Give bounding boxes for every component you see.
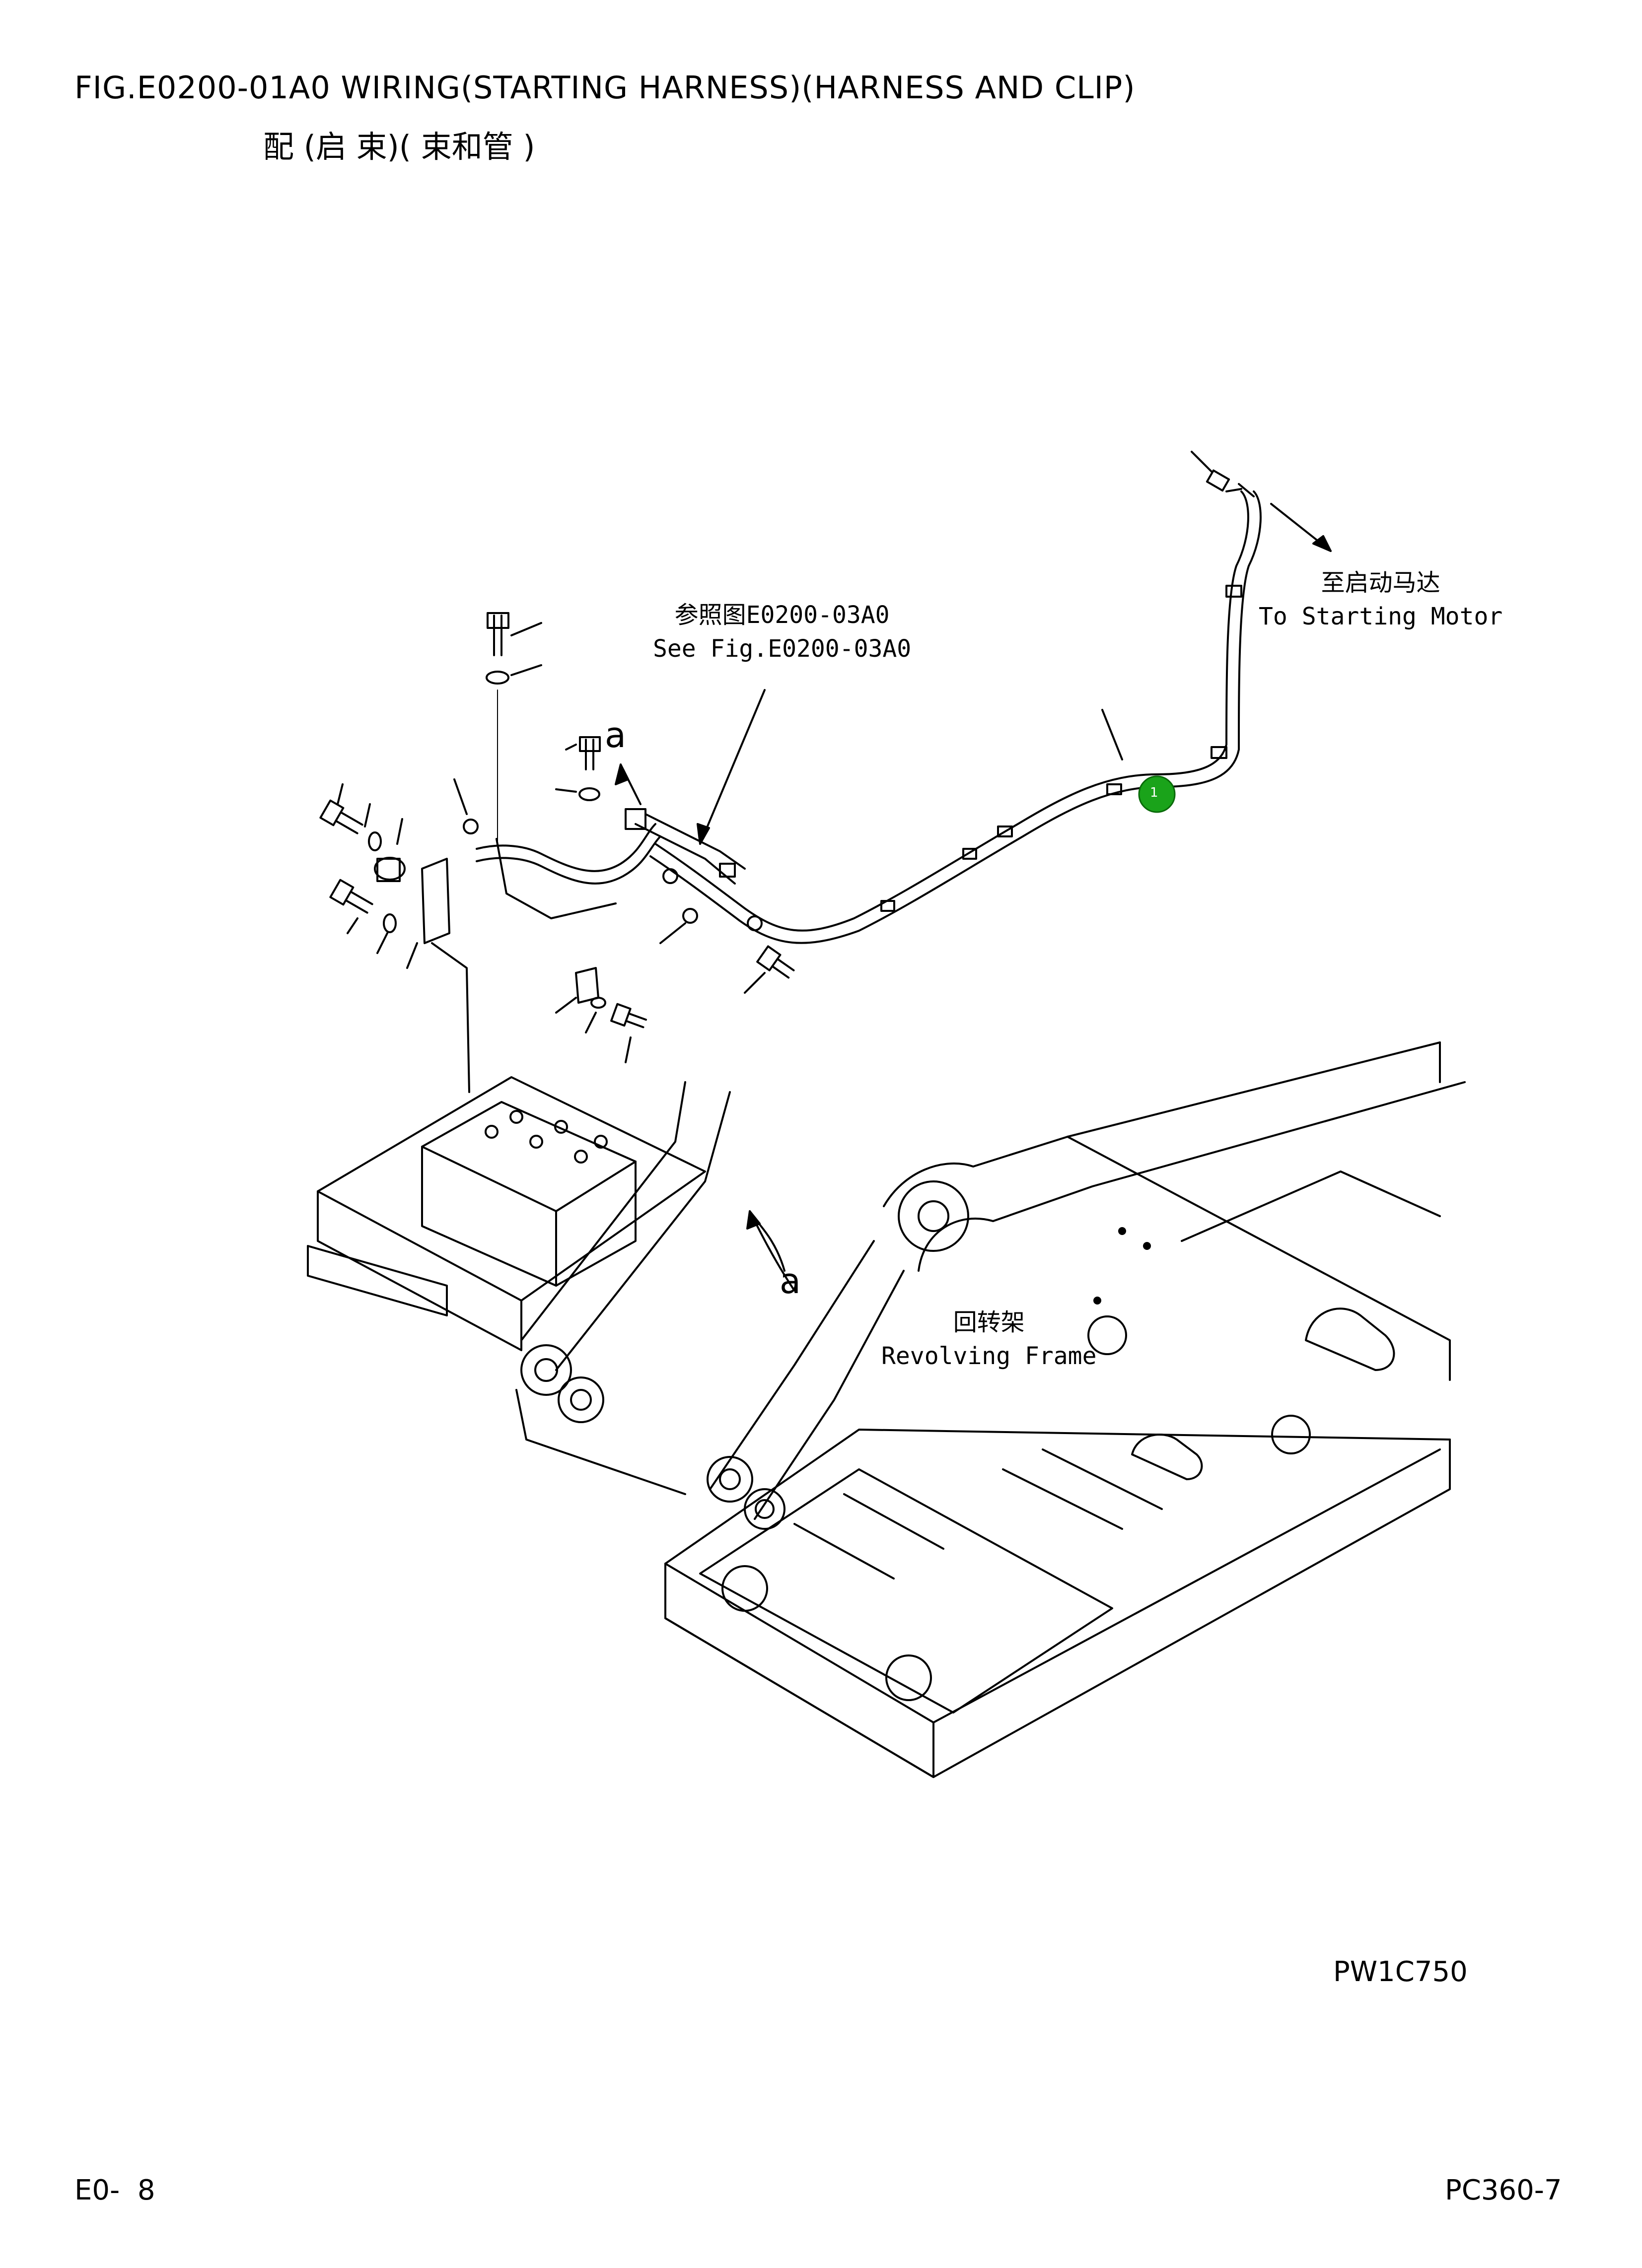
- frame-callout: 回转架 Revolving Frame: [881, 1306, 1096, 1373]
- arrow-to-motor: [1270, 503, 1332, 552]
- reference-label-en: See Fig.E0200-03A0: [653, 635, 912, 663]
- model-number: PC360-7: [1445, 2174, 1562, 2206]
- part-marker-1: [1138, 775, 1176, 813]
- part-number-label: 1: [1150, 785, 1158, 800]
- figure-title: FIG.E0200-01A0 WIRING(STARTING HARNESS)(…: [74, 69, 1136, 106]
- detail-mark-bottom: a: [780, 1261, 801, 1302]
- frame-label-cn: 回转架: [953, 1308, 1025, 1336]
- motor-end-clamp: [1191, 451, 1255, 497]
- motor-label-cn: 至启动马达: [1321, 569, 1440, 597]
- frame-label-en: Revolving Frame: [881, 1342, 1097, 1370]
- detail-a-arrow: [746, 1210, 795, 1292]
- reference-label-cn: 参照图E0200-03A0: [674, 601, 890, 629]
- detail-mark-top: a: [605, 715, 626, 756]
- reference-callout: 参照图E0200-03A0 See Fig.E0200-03A0: [653, 598, 911, 666]
- motor-callout: 至启动马达 To Starting Motor: [1259, 566, 1502, 633]
- revolving-frame: [307, 1041, 1466, 1778]
- motor-label-en: To Starting Motor: [1259, 603, 1503, 630]
- drawing-code: PW1C750: [1333, 1956, 1468, 1988]
- starting-harness-cable: [649, 490, 1262, 944]
- figure-title-chinese: 配 (启 束)( 束和管 ): [263, 129, 535, 165]
- left-harness-assembly: [476, 689, 766, 919]
- page-number: E0- 8: [74, 2174, 155, 2206]
- bolt-cluster: [319, 612, 795, 1063]
- bracket-plate: [374, 857, 470, 1093]
